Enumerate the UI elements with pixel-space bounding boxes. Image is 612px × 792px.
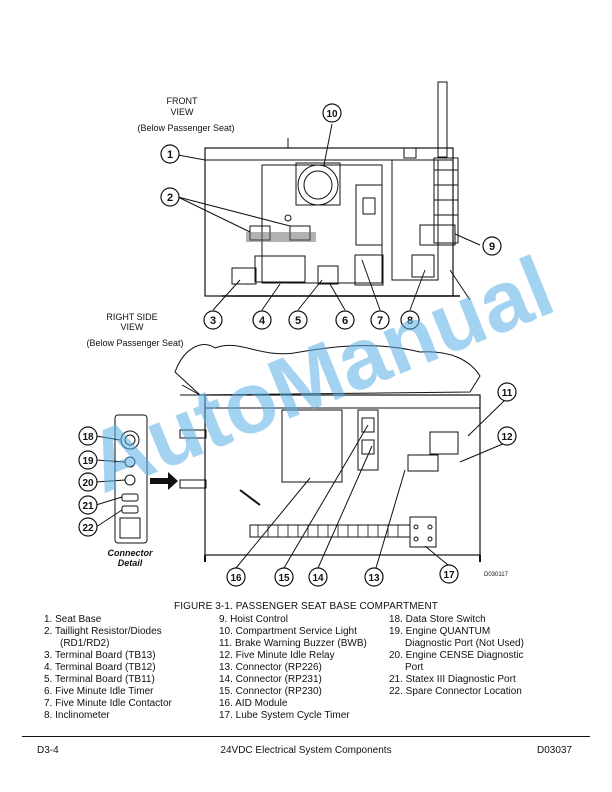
side-view-label-3: (Below Passenger Seat) [86,338,183,348]
side-callouts [235,399,506,569]
legend-item: 10. Compartment Service Light [219,626,357,637]
callout-number-6: 6 [342,315,348,327]
front-view-label-1: FRONT [167,96,198,106]
figure-passenger-seat-base: FRONT VIEW (Below Passenger Seat) [78,81,517,587]
legend-item: 9. Hoist Control [219,614,288,625]
callout-circle-7 [370,310,390,330]
callout-number-17: 17 [443,570,455,581]
callout-number-15: 15 [278,573,290,584]
legend-item: 12. Five Minute Idle Relay [219,650,335,661]
callout-number-18: 18 [82,432,94,443]
footer-page-number: D3-4 [37,745,59,756]
legend-item: 19. Engine QUANTUM [389,626,491,637]
connector-detail-panel [95,414,148,544]
legend-item: Diagnostic Port (Not Used) [405,638,524,649]
legend-item: 14. Connector (RP231) [219,674,322,685]
callout-number-4: 4 [259,315,266,327]
legend-item: 3. Terminal Board (TB13) [44,650,156,661]
legend-item: 2. Taillight Resistor/Diodes [44,626,162,637]
front-view-label-3: (Below Passenger Seat) [137,123,234,133]
legend-item: 22. Spare Connector Location [389,686,522,697]
connector-detail-label-1: Connector [108,548,153,558]
callout-circle-5 [288,310,308,330]
figure-caption: FIGURE 3-1. PASSENGER SEAT BASE COMPARTM… [174,601,438,612]
callout-number-21: 21 [82,501,94,512]
footer-title: 24VDC Electrical System Components [220,745,392,756]
callout-circle-8 [400,310,420,330]
callout-circle-17 [439,564,459,584]
legend-item: Port [405,662,424,673]
legend-item: 15. Connector (RP230) [219,686,322,697]
callout-number-1: 1 [167,149,173,161]
callout-number-22: 22 [82,523,94,534]
callout-number-20: 20 [82,478,94,489]
legend-item: 16. AID Module [219,698,288,709]
legend-item: 20. Engine CENSE Diagnostic [389,650,524,661]
legend-item: 11. Brake Warning Buzzer (BWB) [219,638,367,649]
legend-item: 6. Five Minute Idle Timer [44,686,154,697]
footer-doc-id: D03037 [536,745,572,756]
callout-circle-9 [482,236,502,256]
front-callouts [177,123,481,311]
legend-item: 7. Five Minute Idle Contactor [44,698,172,709]
side-view-label-1: RIGHT SIDE [106,312,157,322]
callout-circle-20 [78,472,98,492]
callout-number-19: 19 [82,456,94,467]
callout-circle-10 [322,103,342,123]
legend-item: 4. Terminal Board (TB12) [44,662,156,673]
side-view-drawing [150,344,481,562]
legend-item: 17. Lube System Cycle Timer [219,710,350,721]
callout-circle-19 [78,450,98,470]
front-view-label-2: VIEW [170,107,194,117]
drawing-id: D030117 [484,572,509,578]
callout-number-7: 7 [377,315,383,327]
callout-circle-1 [160,144,180,164]
callout-circle-4 [252,310,272,330]
callout-number-3: 3 [210,315,216,327]
legend-item: 18. Data Store Switch [389,614,486,625]
callout-circle-13 [364,567,384,587]
callout-number-16: 16 [230,573,242,584]
legend-item: 21. Statex III Diagnostic Port [389,674,516,685]
side-view-label-2: VIEW [120,322,144,332]
callout-circle-11 [497,382,517,402]
callout-circle-18 [78,426,98,446]
callout-circle-16 [226,567,246,587]
legend-item: 8. Inclinometer [44,710,110,721]
legend-item: 5. Terminal Board (TB11) [44,674,155,685]
callout-number-10: 10 [326,109,338,120]
footer-rule [22,736,590,737]
callout-number-2: 2 [167,192,173,204]
legend-item: 1. Seat Base [44,614,102,625]
callout-circle-22 [78,517,98,537]
callout-number-14: 14 [312,573,324,584]
connector-detail-label-2: Detail [118,558,143,568]
callout-number-11: 11 [502,388,513,399]
callout-circle-6 [335,310,355,330]
callout-circle-15 [274,567,294,587]
legend-item: 13. Connector (RP226) [219,662,322,673]
callout-circle-3 [203,310,223,330]
legend-column-1: 1. Seat Base 2. Taillight Resistor/Diode… [44,614,172,722]
callout-number-9: 9 [489,241,495,253]
callout-circle-14 [308,567,328,587]
callout-circle-12 [497,426,517,446]
callout-circle-2 [160,187,180,207]
legend-column-3: 18. Data Store Switch 19. Engine QUANTUM… [389,614,524,698]
callout-number-5: 5 [295,315,301,327]
callout-number-8: 8 [407,315,413,327]
callout-number-13: 13 [368,573,380,584]
callout-circle-21 [78,495,98,515]
legend-item: (RD1/RD2) [60,638,110,649]
legend-column-2: 9. Hoist Control 10. Compartment Service… [219,614,367,722]
callout-number-12: 12 [501,432,513,443]
front-view-drawing [204,81,471,301]
